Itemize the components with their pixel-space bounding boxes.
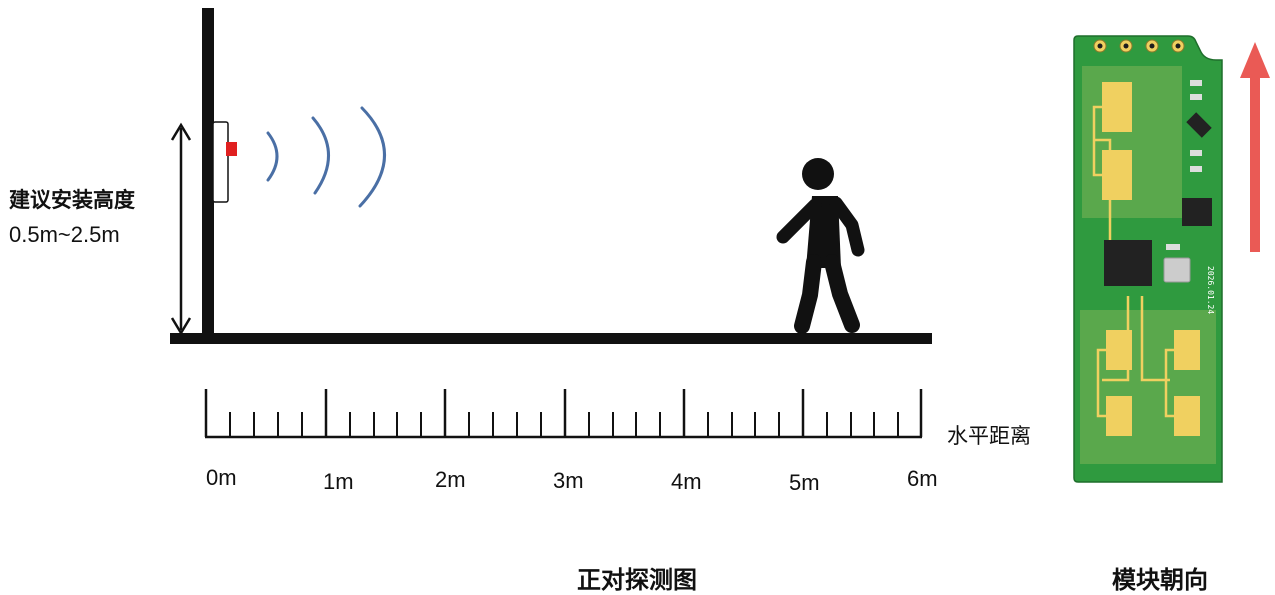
- tick-label: 3m: [553, 468, 584, 493]
- install-height-range: 0.5m~2.5m: [9, 222, 120, 247]
- install-height-label: 建议安装高度: [9, 188, 135, 212]
- radar-wave-2: [311, 116, 330, 195]
- front-detection-caption: 正对探测图: [577, 566, 697, 594]
- radar-wave-1: [266, 131, 279, 182]
- tick-label: 0m: [206, 465, 237, 490]
- tick-label: 6m: [907, 466, 938, 491]
- radar-wave-3: [358, 106, 386, 208]
- detection-scene: [170, 8, 932, 439]
- tick-label: 4m: [671, 469, 702, 494]
- sensor-led: [226, 142, 237, 156]
- sensor-module: [212, 121, 229, 203]
- tick-label: 2m: [435, 467, 466, 492]
- tick-label: 1m: [323, 469, 354, 494]
- radar-waves: [266, 106, 386, 208]
- pcb-date-text: 2026.01.24: [1206, 266, 1215, 314]
- horizontal-distance-label: 水平距离: [947, 424, 1031, 448]
- height-dimension-arrow: [170, 122, 192, 336]
- floor: [170, 333, 932, 344]
- radar-pcb-module: 2026.01.24: [1073, 35, 1223, 483]
- wall: [202, 8, 214, 340]
- distance-ruler: [204, 389, 923, 439]
- walking-person-icon: [776, 158, 865, 334]
- radar-chip: [1104, 240, 1152, 286]
- orientation-up-arrow: [1240, 42, 1270, 252]
- module-orientation-caption: 模块朝向: [1112, 566, 1208, 594]
- tick-label: 5m: [789, 470, 820, 495]
